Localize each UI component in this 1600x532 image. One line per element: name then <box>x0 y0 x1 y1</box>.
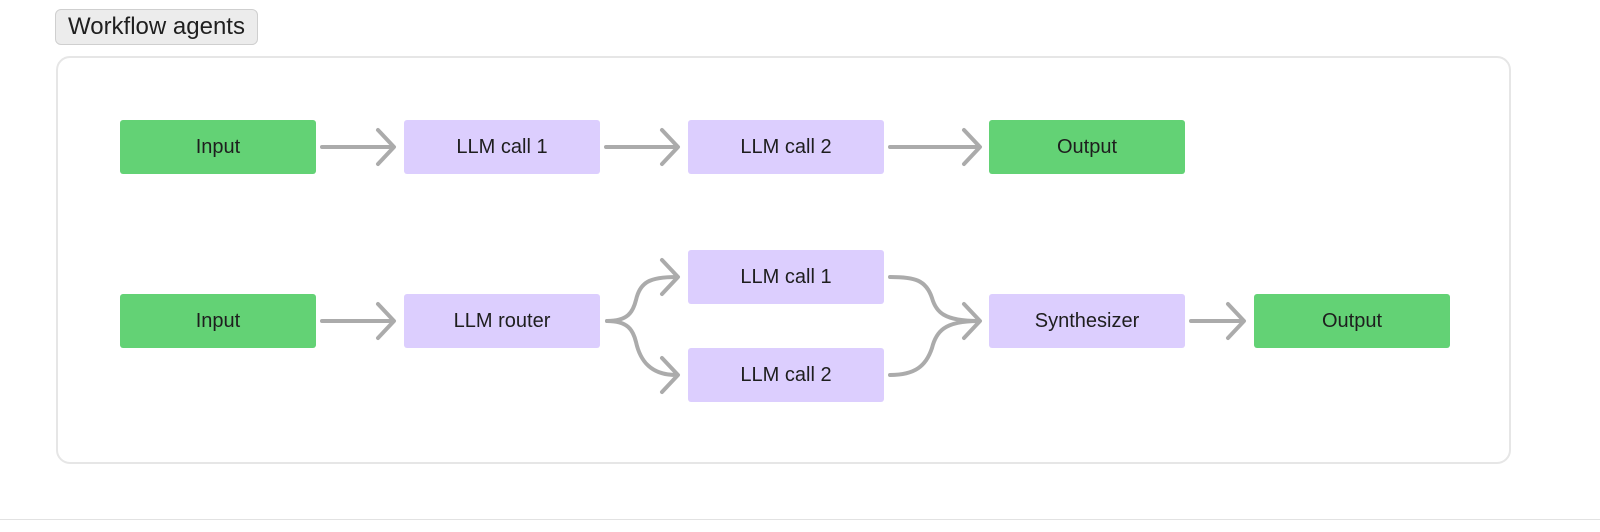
chain-llm-call-1-node: LLM call 1 <box>404 120 600 174</box>
routing-llm-call-2-node: LLM call 2 <box>688 348 884 402</box>
workflow-agents-tag[interactable]: Workflow agents <box>55 9 258 45</box>
chain-input-node: Input <box>120 120 316 174</box>
chain-output-node: Output <box>989 120 1185 174</box>
routing-input-node: Input <box>120 294 316 348</box>
chain-llm-call-2-node: LLM call 2 <box>688 120 884 174</box>
bottom-divider <box>0 519 1600 520</box>
llm-router-node: LLM router <box>404 294 600 348</box>
routing-output-node: Output <box>1254 294 1450 348</box>
synthesizer-node: Synthesizer <box>989 294 1185 348</box>
routing-llm-call-1-node: LLM call 1 <box>688 250 884 304</box>
